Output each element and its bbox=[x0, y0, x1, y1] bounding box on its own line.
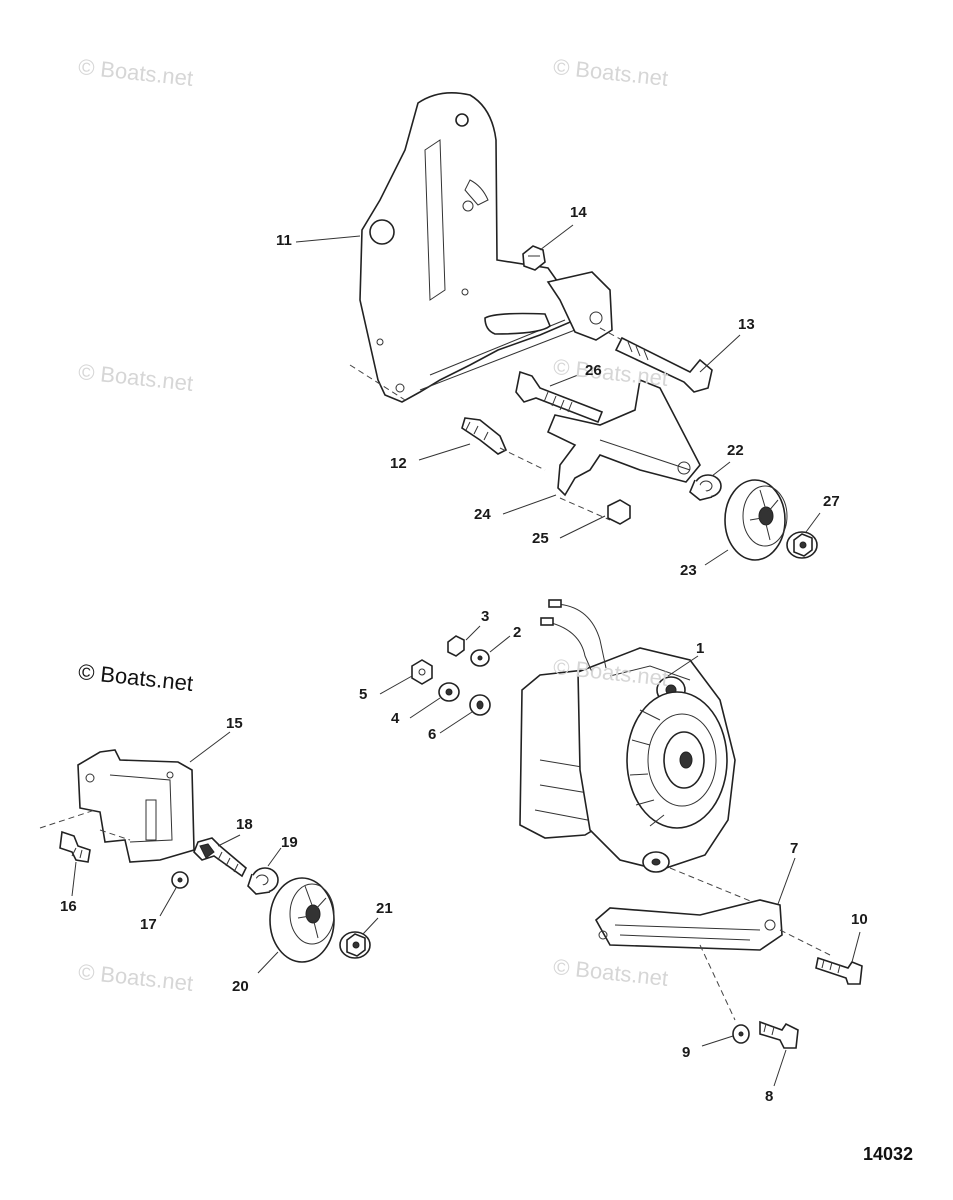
callout-23: 23 bbox=[680, 562, 697, 579]
pulley-20 bbox=[269, 877, 335, 963]
callout-15: 15 bbox=[226, 715, 243, 732]
callout-20: 20 bbox=[232, 978, 249, 995]
callout-13: 13 bbox=[738, 316, 755, 333]
callout-17: 17 bbox=[140, 916, 157, 933]
callout-19: 19 bbox=[281, 834, 298, 851]
leader-lines bbox=[71, 224, 861, 1087]
bolt-13 bbox=[599, 327, 713, 393]
mounting-bracket-plate bbox=[349, 92, 613, 403]
callout-8: 8 bbox=[765, 1088, 774, 1105]
callout-3: 3 bbox=[481, 608, 490, 625]
nut-25 bbox=[607, 499, 631, 525]
diagram-number: 14032 bbox=[862, 1144, 913, 1164]
nut-5 bbox=[411, 659, 433, 685]
bushing-19 bbox=[247, 867, 279, 895]
callout-2: 2 bbox=[513, 624, 522, 641]
callout-6: 6 bbox=[428, 726, 437, 743]
stud-12 bbox=[461, 417, 546, 471]
callout-4: 4 bbox=[391, 710, 400, 727]
callout-10: 10 bbox=[851, 911, 868, 928]
flange-nut-27 bbox=[786, 531, 818, 559]
pulley-23 bbox=[724, 479, 788, 561]
callout-16: 16 bbox=[60, 898, 77, 915]
callout-22: 22 bbox=[727, 442, 744, 459]
nut-3 bbox=[447, 635, 465, 657]
washer-9 bbox=[732, 1024, 750, 1044]
callout-5: 5 bbox=[359, 686, 368, 703]
callout-9: 9 bbox=[682, 1044, 691, 1061]
callout-11: 11 bbox=[276, 232, 292, 249]
callout-25: 25 bbox=[532, 530, 549, 547]
adjustment-bracket-7 bbox=[594, 899, 831, 1021]
callout-1: 1 bbox=[696, 640, 705, 657]
callout-18: 18 bbox=[236, 816, 253, 833]
bolt-8 bbox=[759, 1020, 799, 1049]
nut-2 bbox=[470, 649, 490, 667]
nut-4 bbox=[438, 682, 460, 702]
flange-nut-21 bbox=[339, 931, 371, 959]
bolt-26 bbox=[515, 370, 604, 424]
washer-6 bbox=[469, 694, 491, 716]
callout-14: 14 bbox=[570, 204, 587, 221]
callout-24: 24 bbox=[474, 506, 491, 523]
bolt-16 bbox=[59, 830, 91, 863]
callout-26: 26 bbox=[585, 362, 602, 379]
callout-12: 12 bbox=[390, 455, 407, 472]
alternator bbox=[519, 599, 761, 906]
idler-bracket-15 bbox=[39, 749, 195, 863]
bolt-10 bbox=[815, 956, 863, 985]
bushing-22 bbox=[689, 474, 722, 501]
callout-21: 21 bbox=[376, 900, 393, 917]
stud-18 bbox=[193, 837, 247, 878]
idler-arm-bracket bbox=[546, 378, 701, 521]
washer-17 bbox=[171, 871, 189, 889]
callout-7: 7 bbox=[790, 840, 799, 857]
callout-27: 27 bbox=[823, 493, 840, 510]
nut-14 bbox=[522, 245, 546, 271]
